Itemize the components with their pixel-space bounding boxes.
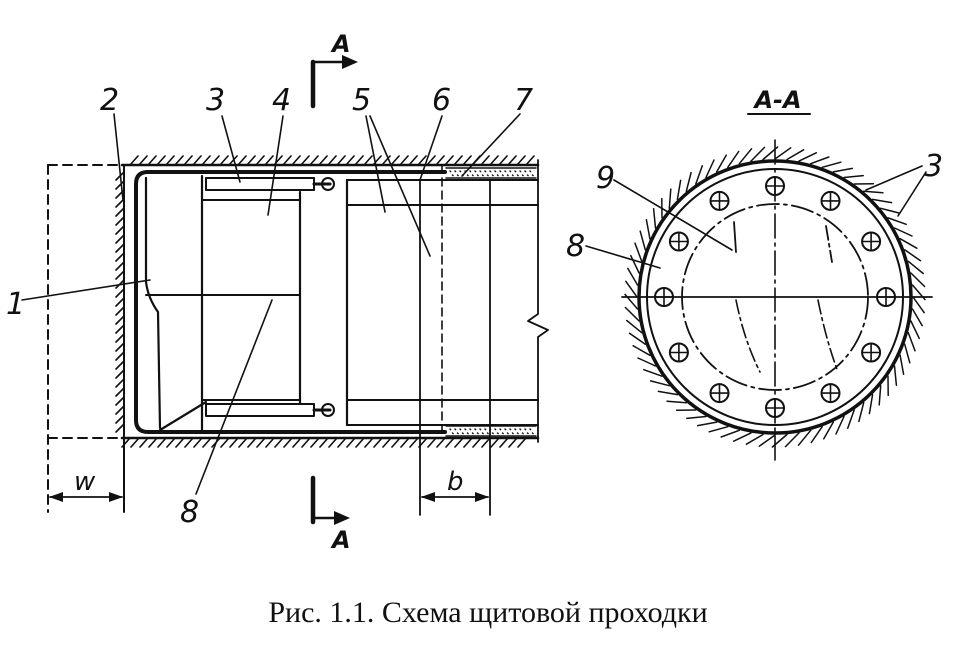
- jack-bolt: [861, 231, 882, 252]
- cutting-ring-contour: [144, 176, 162, 430]
- cutting-ring-brace: [158, 400, 208, 432]
- jack-bolt: [820, 190, 841, 211]
- jack-bolt: [668, 231, 689, 252]
- erector-curve-left: [735, 299, 761, 373]
- jack-bolt-cross: [765, 176, 785, 196]
- callout-2: 2: [100, 83, 119, 118]
- grout-layer-bottom: [445, 425, 537, 437]
- section-mark-top: A: [310, 30, 358, 109]
- jack-bolt: [668, 342, 689, 363]
- leader-1: [21, 279, 151, 301]
- section-mark-top-label: A: [330, 30, 351, 58]
- jack-bottom-shoe: [321, 403, 335, 417]
- jack-ring: [654, 176, 896, 418]
- callouts-longitudinal: 1 2 3 4 5 6 7 8: [6, 83, 533, 530]
- callout-6: 6: [432, 83, 451, 118]
- leader-3b-cross: [897, 171, 927, 217]
- callout-9: 9: [596, 161, 615, 196]
- jack-bolt-cross: [709, 383, 730, 403]
- jack-bottom-cylinder: [205, 403, 315, 417]
- dimension-w-arrow-left: [49, 492, 63, 502]
- dimension-b-label: b: [447, 467, 464, 497]
- dimension-b-arrow-right: [475, 492, 489, 502]
- jack-bolt-cross: [861, 342, 881, 363]
- cross-section: A-A 9 8 3: [566, 86, 943, 463]
- figure-caption: Рис. 1.1. Схема щитовой проходки: [268, 596, 707, 629]
- leader-8-cross: [585, 245, 661, 269]
- section-mark-bottom: A: [310, 475, 351, 554]
- longitudinal-section: A A w b 1 2 3: [6, 30, 549, 554]
- dimension-w: w: [49, 467, 123, 502]
- erector-arm-right: [825, 225, 833, 263]
- jack-bolt: [765, 176, 785, 196]
- callout-3: 3: [206, 83, 225, 118]
- jack-bolt-cross: [669, 342, 689, 363]
- callout-3-cross: 3: [924, 149, 943, 184]
- leader-7: [461, 113, 521, 177]
- leader-9: [613, 179, 733, 251]
- jack-bolt: [876, 287, 896, 307]
- jack-bottom: [205, 403, 335, 417]
- callout-4: 4: [272, 83, 291, 118]
- leader-2: [113, 113, 124, 201]
- jack-bolt-cross: [669, 231, 689, 252]
- jack-top-cylinder: [205, 177, 315, 191]
- leader-5a: [365, 115, 386, 213]
- ground-hatching-ring: [624, 146, 926, 448]
- leader-4: [267, 115, 284, 216]
- ground-hatching-bottom: [121, 437, 527, 448]
- callout-1: 1: [6, 287, 25, 322]
- jack-bolt: [765, 398, 785, 418]
- jack-bolt: [654, 287, 674, 307]
- leader-3a-cross: [865, 165, 923, 191]
- leader-6: [419, 115, 443, 181]
- callout-5: 5: [352, 83, 371, 118]
- jack-bolt-cross: [654, 287, 674, 307]
- jack-top-shoe: [321, 177, 335, 191]
- callout-7: 7: [514, 83, 533, 118]
- jack-top: [205, 177, 335, 191]
- ground-hatching-face: [115, 171, 125, 433]
- dimension-w-label: w: [74, 467, 96, 497]
- erector-arm-left: [733, 221, 737, 253]
- break-line: [527, 159, 549, 443]
- leader-5b: [369, 115, 431, 257]
- dimension-b-arrow-left: [421, 492, 435, 502]
- callout-8-cross: 8: [566, 229, 585, 264]
- jack-bolt-cross: [820, 191, 841, 211]
- cross-section-title: A-A: [752, 86, 801, 114]
- jack-bolt: [820, 383, 841, 404]
- section-mark-top-arrowhead: [342, 55, 358, 69]
- leader-8: [195, 299, 273, 495]
- erector-curve-right: [817, 299, 839, 373]
- jack-bolt-cross: [820, 383, 841, 403]
- shield-shell: [134, 170, 447, 434]
- jack-bolt: [861, 342, 882, 363]
- ground-hatching-top: [129, 155, 535, 166]
- dimension-b: b: [421, 467, 489, 502]
- section-mark-bottom-label: A: [330, 526, 351, 554]
- dimension-w-arrow-right: [109, 492, 123, 502]
- jack-bolt: [709, 190, 730, 211]
- leader-3: [221, 115, 241, 183]
- jack-bolt-cross: [765, 398, 785, 418]
- grout-layer-top: [445, 167, 537, 179]
- callout-8: 8: [180, 495, 199, 530]
- jack-bolt: [709, 383, 730, 404]
- jack-bolt-cross: [861, 231, 881, 252]
- callouts-cross-section: 9 8 3: [566, 149, 943, 269]
- section-mark-bottom-arrowhead: [334, 511, 350, 525]
- jack-bolt-cross: [876, 287, 896, 307]
- jack-bolt-cross: [709, 191, 730, 211]
